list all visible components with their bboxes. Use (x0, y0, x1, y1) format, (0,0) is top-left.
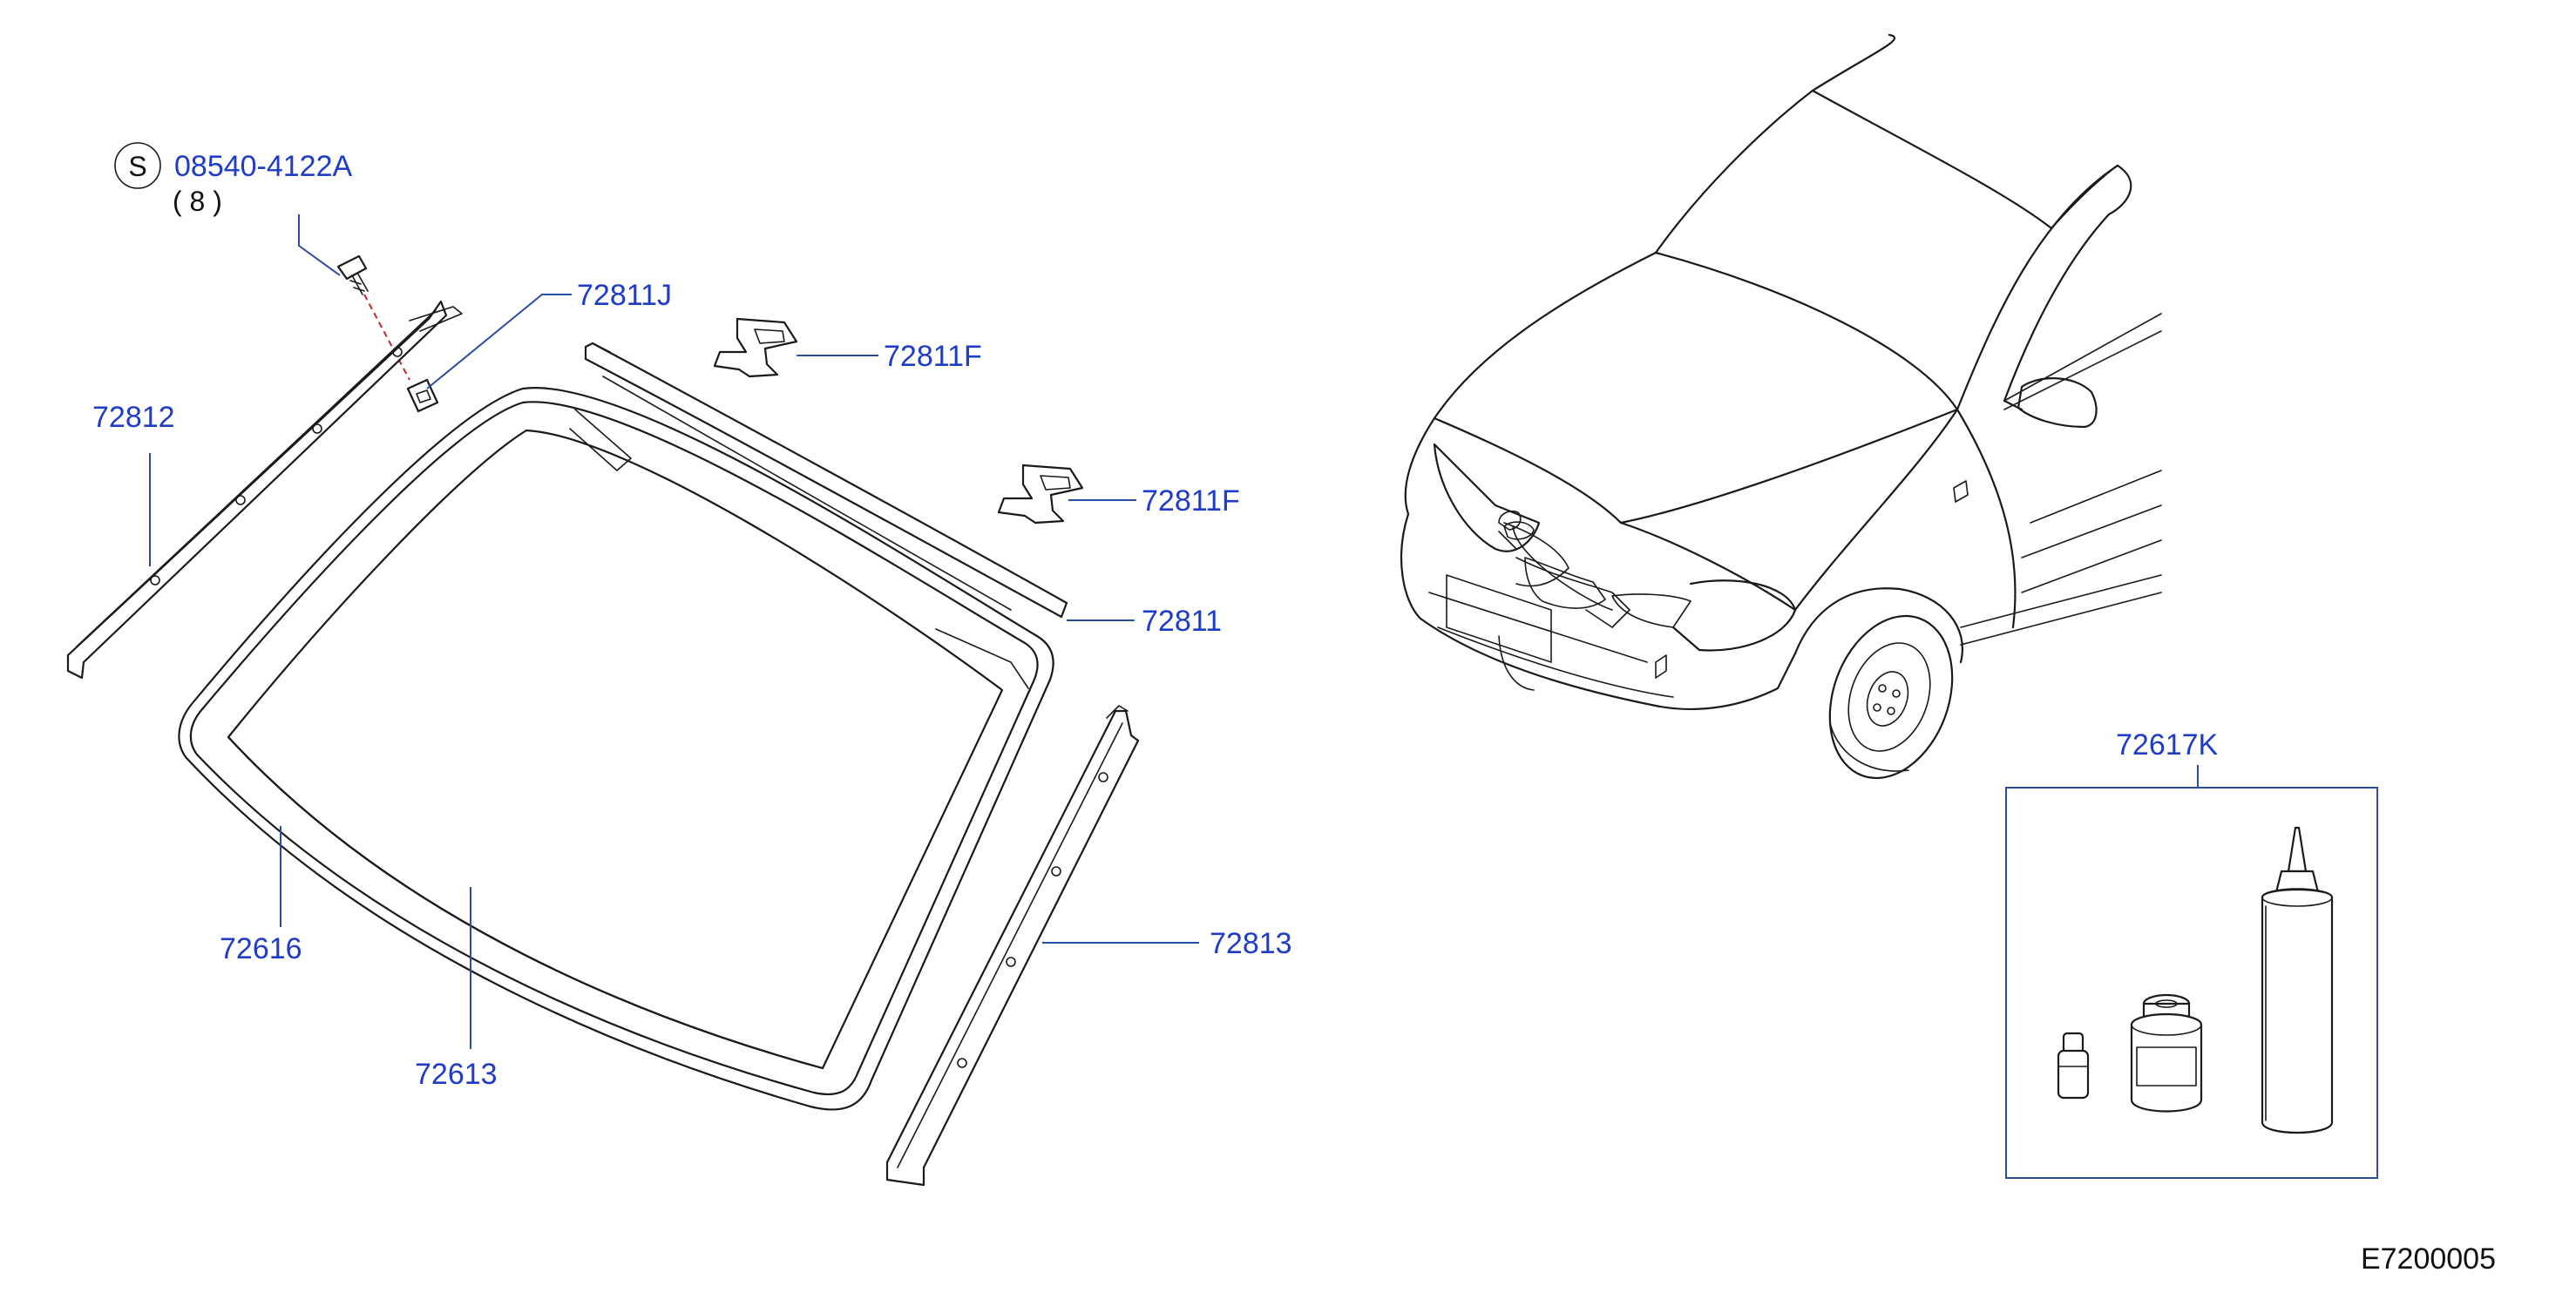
adhesive-jar-icon (2130, 993, 2203, 1113)
label-screw-quantity: ( 8 ) (173, 186, 222, 217)
primer-bottle-icon (2057, 1032, 2090, 1100)
left-molding-72812 (66, 300, 463, 680)
car-illustration (1400, 33, 2162, 780)
diagram-code: E7200005 (2361, 1242, 2496, 1276)
dam-rubber-outer (178, 387, 1054, 1111)
label-right-molding[interactable]: 72813 (1210, 927, 1292, 960)
label-screw-part-number[interactable]: 08540-4122A (174, 150, 353, 183)
dam-rubber-inner (189, 401, 1039, 1096)
label-adhesive-kit[interactable]: 72617K (2116, 728, 2219, 762)
callout-72811j[interactable]: 72811J (426, 279, 672, 389)
label-clip-72811f-upper[interactable]: 72811F (884, 340, 982, 373)
windshield-glass (227, 429, 1004, 1070)
leader-screw (298, 214, 341, 276)
callout-72616[interactable]: 72616 (220, 826, 302, 965)
callout-72613[interactable]: 72613 (415, 887, 498, 1091)
label-left-molding[interactable]: 72812 (92, 401, 175, 434)
adhesive-kit-contents (2057, 826, 2334, 1134)
callout-72617k[interactable]: 72617K (2005, 728, 2378, 1179)
label-dam-rubber[interactable]: 72616 (220, 932, 302, 965)
callout-72811[interactable]: 72811 (1067, 605, 1222, 638)
screw-icon (336, 254, 369, 295)
screw-callout[interactable]: S 08540-4122A ( 8 ) (114, 142, 353, 276)
label-windshield-glass[interactable]: 72613 (415, 1058, 498, 1091)
windshield-assembly (178, 387, 1054, 1111)
adhesive-kit-box (2005, 787, 2378, 1179)
callout-72811f-upper[interactable]: 72811F (797, 340, 982, 373)
clip-72811f-lower-icon (997, 464, 1084, 525)
standard-part-symbol: S (128, 151, 146, 182)
label-clip-72811j[interactable]: 72811J (577, 279, 672, 312)
clip-72811f-upper-icon (713, 317, 798, 378)
callout-72811f-lower[interactable]: 72811F (1068, 484, 1240, 518)
callout-72812[interactable]: 72812 (92, 401, 175, 566)
urethane-cartridge-icon (2261, 826, 2334, 1134)
label-upper-molding[interactable]: 72811 (1142, 605, 1222, 638)
callout-72813[interactable]: 72813 (1042, 927, 1292, 960)
clip-72811j-icon (406, 378, 439, 413)
label-clip-72811f-lower[interactable]: 72811F (1142, 484, 1240, 518)
leader-clip-j (426, 294, 572, 389)
standard-part-symbol-icon (114, 142, 161, 189)
upper-molding-72811 (584, 342, 1068, 619)
right-molding-72813 (885, 705, 1140, 1187)
screw-alignment-line (363, 294, 410, 381)
